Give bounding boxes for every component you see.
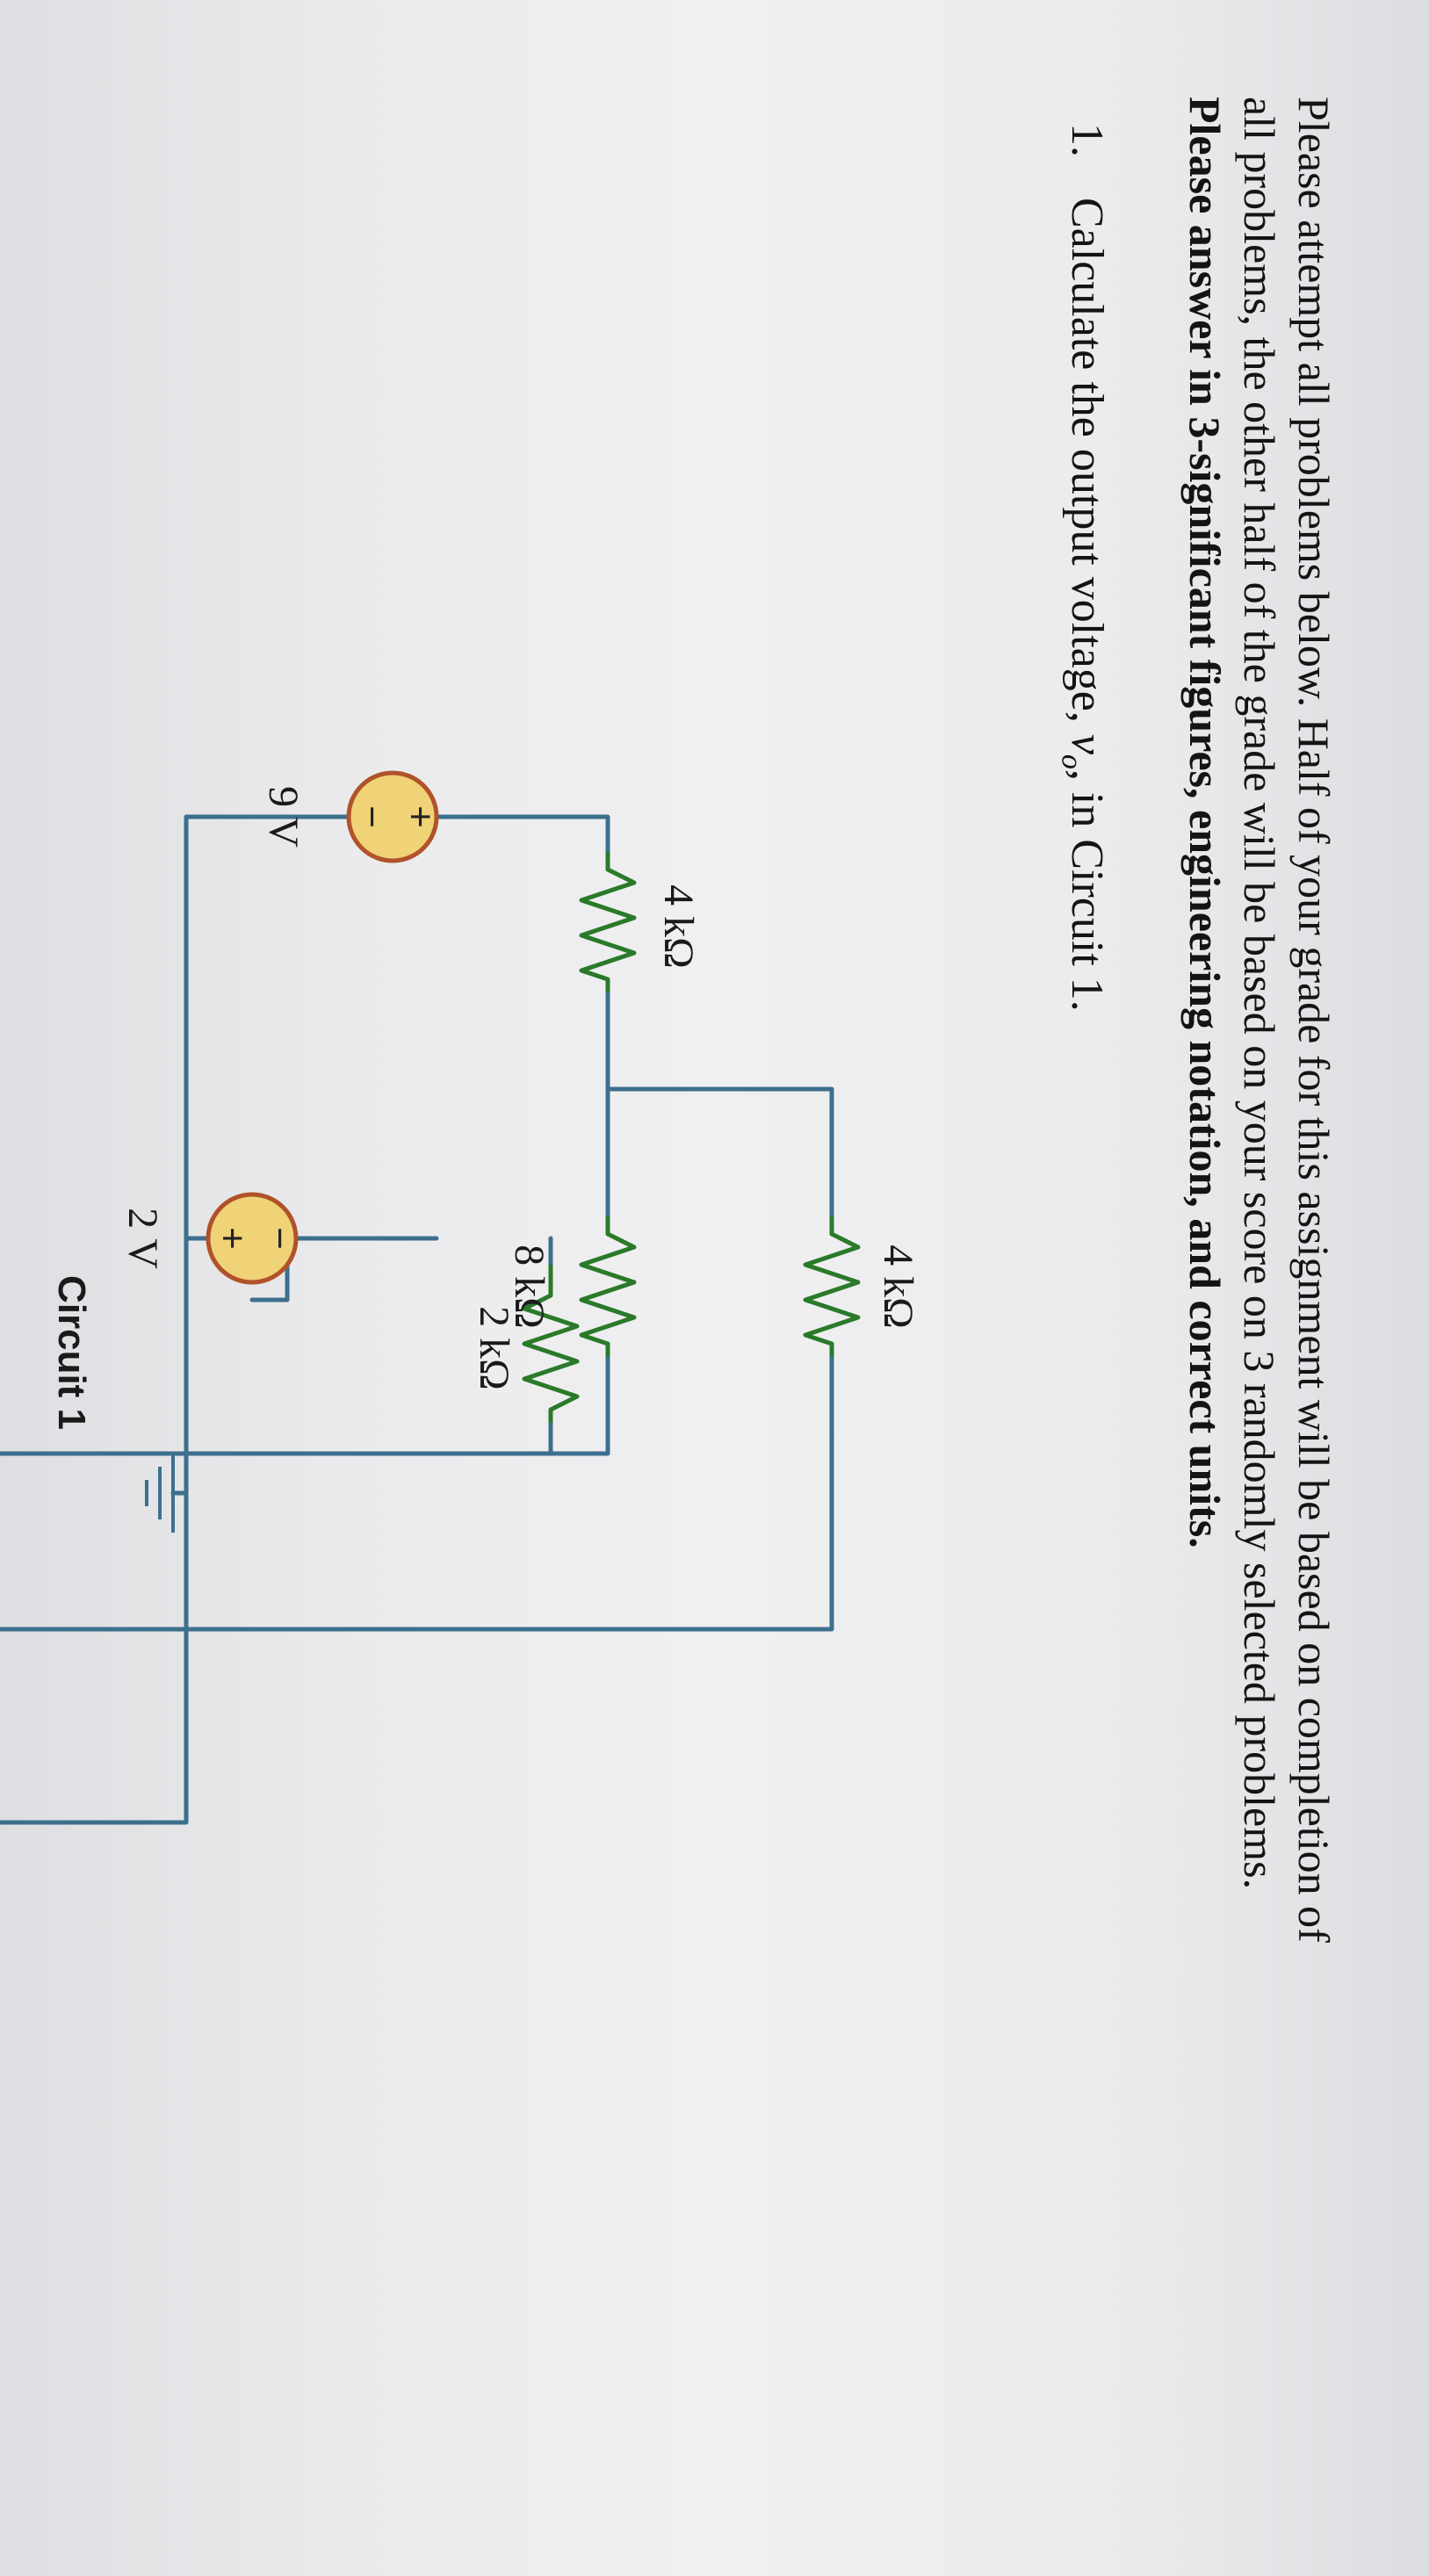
- wire-ground-rail: [170, 814, 356, 1496]
- source-right: − +: [206, 1192, 301, 1285]
- label-r-right: 2 kΩ: [471, 1306, 517, 1390]
- wire-r-middle-to-inverting: [0, 1354, 610, 1456]
- ground-icon: [145, 1454, 175, 1533]
- resistors: [522, 852, 861, 1423]
- resistor-middle: [579, 1216, 637, 1357]
- resistor-input: [579, 852, 637, 992]
- wire-feedback-top: [0, 1354, 834, 1825]
- source-left-minus: −: [350, 805, 393, 828]
- source-left-plus: +: [399, 805, 442, 828]
- label-r-input: 4 kΩ: [655, 884, 702, 969]
- wire-n2-down: [249, 1236, 439, 1302]
- wire-n1-up: [605, 1086, 834, 1219]
- source-right-plus: +: [211, 1227, 254, 1250]
- wire-ground-to-output-minus: [0, 1490, 189, 1825]
- label-source-left: 9 V: [260, 786, 307, 848]
- label-source-right: 2 V: [119, 1208, 166, 1269]
- resistor-feedback-top: [803, 1216, 861, 1357]
- circuit-caption: Circuit 1: [50, 1275, 93, 1430]
- label-r-middle: 8 kΩ: [506, 1245, 552, 1329]
- source-left: + −: [346, 770, 442, 863]
- wire-source-left-top: [434, 814, 610, 855]
- wires: [0, 814, 834, 1825]
- resistor-right: [522, 1265, 580, 1423]
- label-r-feedback-top: 4 kΩ: [875, 1245, 921, 1329]
- source-right-minus: −: [258, 1227, 301, 1250]
